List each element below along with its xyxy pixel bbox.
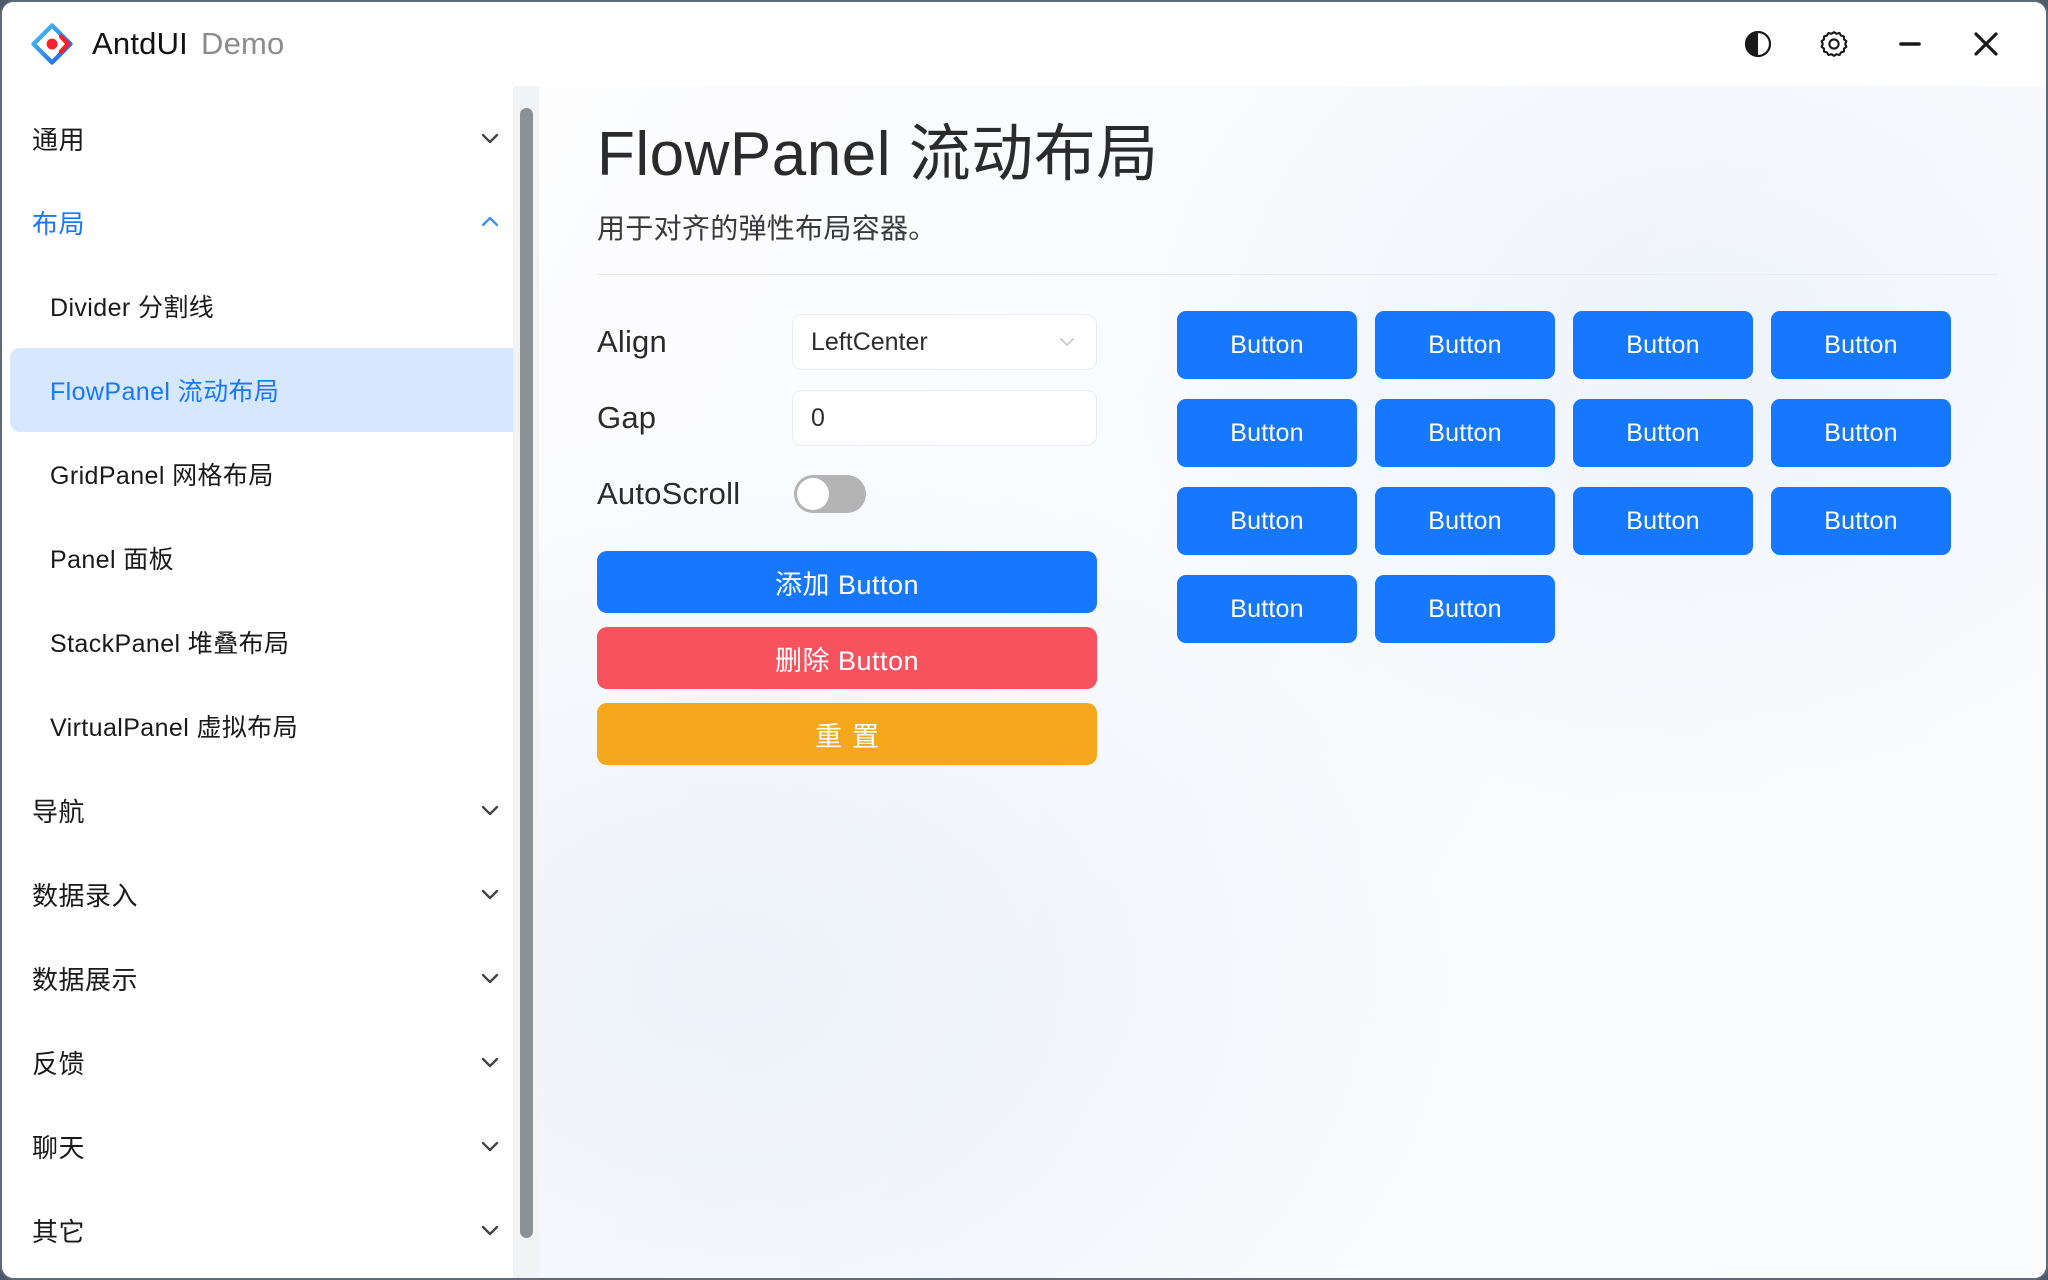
sidebar-item-label: Divider 分割线 — [50, 294, 215, 322]
controls-panel: Align LeftCenter Gap — [597, 311, 1097, 779]
sidebar-group-2[interactable]: 导航 — [2, 768, 539, 852]
chevron-down-icon — [477, 125, 503, 151]
sidebar-scrollbar-thumb[interactable] — [520, 108, 533, 1238]
flow-button[interactable]: Button — [1771, 311, 1951, 380]
flow-button[interactable]: Button — [1573, 399, 1753, 468]
sidebar-group-7[interactable]: 其它 — [2, 1188, 539, 1272]
gap-label: Gap — [597, 400, 657, 436]
flow-button[interactable]: Button — [1177, 487, 1357, 556]
sidebar-item-1-4[interactable]: StackPanel 堆叠布局 — [10, 600, 531, 684]
action-button-primary[interactable]: 添加 Button — [597, 551, 1097, 614]
sidebar-group-label: 其它 — [32, 1216, 86, 1247]
sidebar-group-label: 导航 — [32, 796, 86, 827]
chevron-up-icon — [477, 209, 503, 235]
page-description: 用于对齐的弹性布局容器。 — [597, 213, 937, 245]
action-button-warning[interactable]: 重置 — [597, 703, 1097, 766]
sidebar-scrollbar-track[interactable] — [513, 86, 539, 1278]
title-bar: AntdUI Demo — [2, 2, 2046, 86]
flow-button[interactable]: Button — [1177, 311, 1357, 380]
sidebar-menu: 通用布局 Divider 分割线 FlowPanel 流动布局 GridPanel 网… — [2, 96, 539, 1272]
flow-button[interactable]: Button — [1375, 399, 1555, 468]
autoscroll-label: AutoScroll — [597, 476, 741, 512]
antd-logo-icon — [30, 22, 74, 66]
flow-button[interactable]: Button — [1573, 487, 1753, 556]
sidebar-group-label: 数据录入 — [32, 880, 139, 911]
align-select[interactable]: LeftCenter — [792, 314, 1097, 371]
sidebar-item-label: FlowPanel 流动布局 — [50, 378, 280, 406]
flow-button[interactable]: Button — [1573, 311, 1753, 380]
sidebar-group-label: 布局 — [32, 208, 86, 239]
sidebar-group-label: 反馈 — [32, 1048, 86, 1079]
header-divider — [597, 274, 1998, 276]
sidebar: 通用布局 Divider 分割线 FlowPanel 流动布局 GridPanel 网… — [2, 86, 539, 1278]
sidebar-item-label: StackPanel 堆叠布局 — [50, 630, 290, 658]
chevron-down-icon — [477, 965, 503, 991]
app-subtitle: Demo — [200, 26, 285, 61]
flow-button[interactable]: Button — [1177, 575, 1357, 644]
chevron-down-icon — [477, 1133, 503, 1159]
page-title: FlowPanel 流动布局 — [597, 120, 1159, 189]
sidebar-group-label: 通用 — [32, 124, 86, 155]
close-icon[interactable] — [1948, 14, 2024, 74]
flow-button[interactable]: Button — [1375, 575, 1555, 644]
chevron-down-icon — [477, 1049, 503, 1075]
main-content: FlowPanel 流动布局 用于对齐的弹性布局容器。 Align LeftCe… — [539, 86, 2046, 1278]
sidebar-group-label: 数据展示 — [32, 964, 139, 995]
align-value: LeftCenter — [811, 327, 928, 356]
gap-row: Gap 0 — [597, 387, 1097, 449]
app-title: AntdUI — [92, 26, 188, 61]
chevron-down-icon — [477, 1217, 503, 1243]
autoscroll-row: AutoScroll — [597, 463, 1097, 525]
sidebar-group-3[interactable]: 数据录入 — [2, 852, 539, 936]
gap-input[interactable]: 0 — [792, 390, 1097, 447]
content-row: Align LeftCenter Gap — [597, 311, 2046, 779]
chevron-down-icon — [477, 881, 503, 907]
sidebar-group-0[interactable]: 通用 — [2, 96, 539, 180]
sidebar-item-1-2[interactable]: GridPanel 网格布局 — [10, 432, 531, 516]
sidebar-item-1-0[interactable]: Divider 分割线 — [10, 264, 531, 348]
theme-contrast-icon[interactable] — [1720, 14, 1796, 74]
flow-button[interactable]: Button — [1177, 399, 1357, 468]
chevron-down-icon — [477, 797, 503, 823]
action-button-danger[interactable]: 删除 Button — [597, 627, 1097, 690]
flow-button[interactable]: Button — [1375, 311, 1555, 380]
minimize-icon[interactable] — [1872, 14, 1948, 74]
sidebar-item-label: Panel 面板 — [50, 546, 175, 574]
sidebar-item-1-5[interactable]: VirtualPanel 虚拟布局 — [10, 684, 531, 768]
sidebar-group-6[interactable]: 聊天 — [2, 1104, 539, 1188]
sidebar-group-1[interactable]: 布局 — [2, 180, 539, 264]
autoscroll-toggle[interactable] — [794, 475, 866, 514]
flow-button[interactable]: Button — [1771, 487, 1951, 556]
action-buttons: 添加 Button 删除 Button 重置 — [597, 551, 1097, 766]
sidebar-group-5[interactable]: 反馈 — [2, 1020, 539, 1104]
flow-button[interactable]: Button — [1375, 487, 1555, 556]
sidebar-item-1-3[interactable]: Panel 面板 — [10, 516, 531, 600]
gear-icon[interactable] — [1796, 14, 1872, 74]
gap-value: 0 — [811, 403, 825, 432]
align-label: Align — [597, 324, 667, 360]
sidebar-item-1-1[interactable]: FlowPanel 流动布局 — [10, 348, 531, 432]
sidebar-item-label: VirtualPanel 虚拟布局 — [50, 714, 299, 742]
sidebar-item-label: GridPanel 网格布局 — [50, 462, 274, 490]
chevron-down-icon — [1056, 331, 1078, 353]
sidebar-group-label: 聊天 — [32, 1132, 86, 1163]
align-row: Align LeftCenter — [597, 311, 1097, 373]
flow-button[interactable]: Button — [1771, 399, 1951, 468]
toggle-knob — [797, 478, 829, 511]
body: 通用布局 Divider 分割线 FlowPanel 流动布局 GridPanel 网… — [2, 86, 2046, 1278]
sidebar-group-4[interactable]: 数据展示 — [2, 936, 539, 1020]
